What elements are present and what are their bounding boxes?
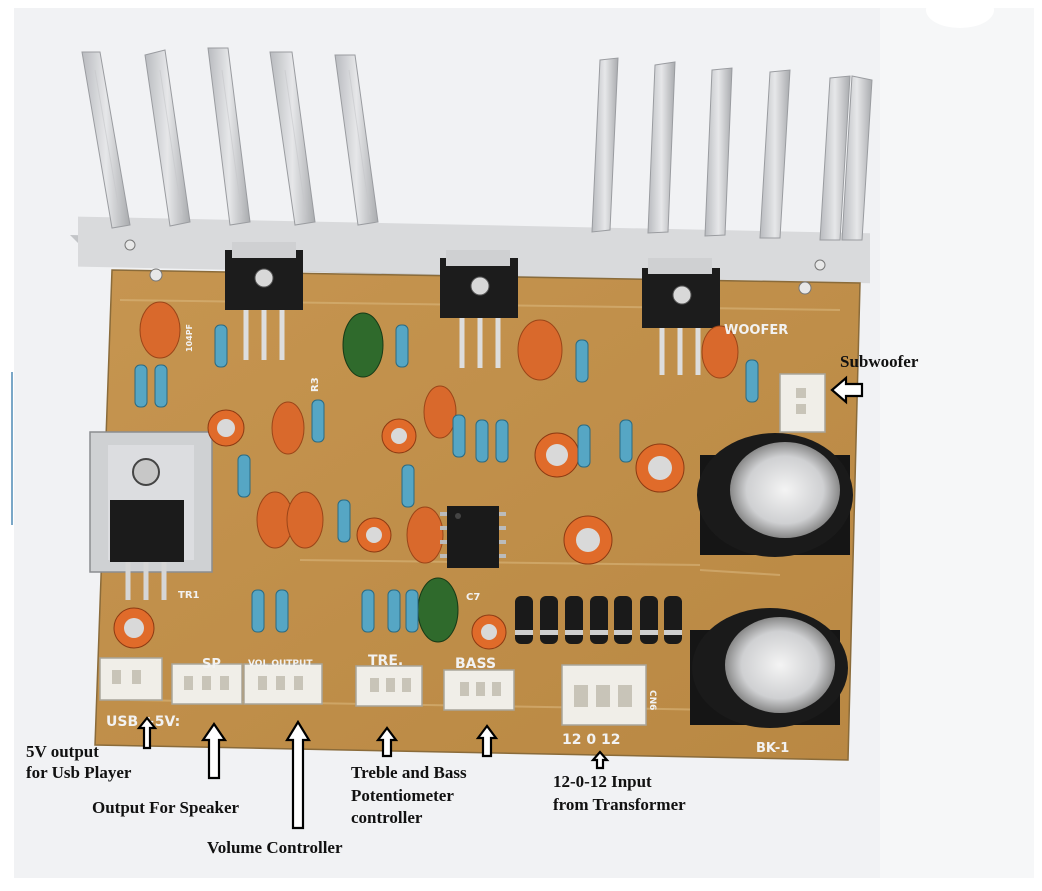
label-tone-line3: controller <box>351 808 423 827</box>
silk-sp: SP <box>202 657 221 672</box>
silk-bass: BASS <box>455 656 496 672</box>
resistors <box>134 324 759 633</box>
silk-c7: C7 <box>466 592 480 603</box>
label-subwoofer: Subwoofer <box>840 352 919 371</box>
volume-arrow-icon <box>285 719 311 830</box>
silkscreen: USB +5V: SP VOL OUTPUT TRE. BASS CN6 12 … <box>106 323 789 756</box>
filter-capacitors <box>690 433 853 728</box>
label-tone-line2: Potentiometer <box>351 786 454 805</box>
transformer-arrow-icon <box>590 750 610 770</box>
label-input-line1: 12-0-12 Input <box>553 772 652 791</box>
silk-board-id: BK-1 <box>756 741 789 756</box>
usb-arrow-icon <box>136 716 158 750</box>
silk-woofer: WOOFER <box>724 323 788 338</box>
small-capacitors <box>113 409 685 650</box>
label-tone-line1: Treble and Bass <box>351 763 467 782</box>
op-amp-ic <box>440 506 506 568</box>
annotation-arrows <box>136 375 864 830</box>
label-volume: Volume Controller <box>207 838 343 857</box>
label-input-line2: from Transformer <box>553 795 686 814</box>
silk-104pf: 104PF <box>185 324 194 352</box>
bass-arrow-icon <box>475 724 499 758</box>
film-capacitors <box>139 301 739 643</box>
label-speaker: Output For Speaker <box>92 798 240 817</box>
treble-arrow-icon <box>375 726 399 758</box>
regulator-heatsink <box>89 431 213 600</box>
silk-transformer-pins: 12 0 12 <box>562 732 620 748</box>
label-usb-line2: for Usb Player <box>26 763 132 782</box>
silk-vol: VOL OUTPUT <box>248 659 313 669</box>
rectifier-diodes <box>515 596 682 644</box>
silk-tre: TRE. <box>368 653 403 669</box>
subwoofer-arrow-icon <box>830 375 864 405</box>
silk-r3: R3 <box>310 377 321 392</box>
silk-tr1: TR1 <box>178 590 200 601</box>
power-transistors <box>225 242 720 375</box>
speaker-arrow-icon <box>200 722 228 780</box>
silk-cn6: CN6 <box>647 690 657 710</box>
label-usb-line1: 5V output <box>26 742 99 761</box>
